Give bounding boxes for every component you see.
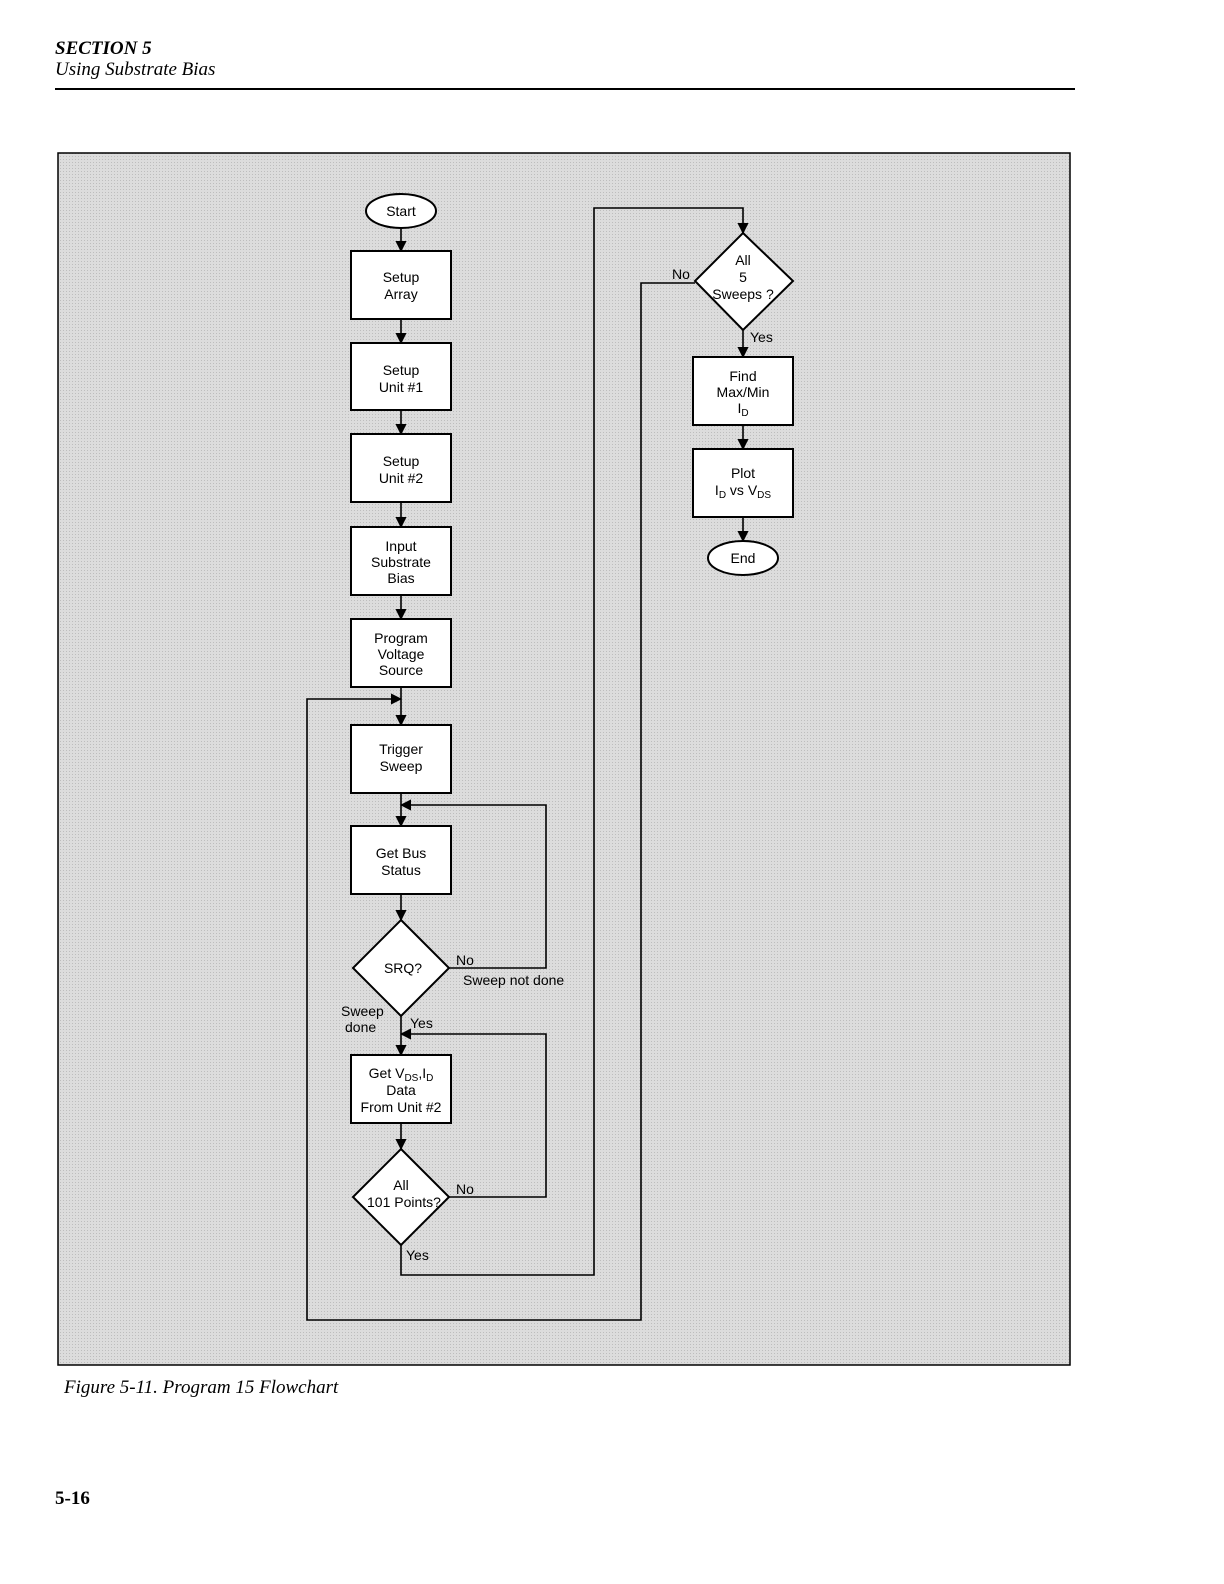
svg-text:Find: Find [729,368,756,384]
svg-text:All: All [735,252,751,268]
srq-decision: SRQ? [351,918,451,1018]
svg-text:Source: Source [379,662,424,678]
svg-text:Max/Min: Max/Min [717,384,770,400]
svg-text:5: 5 [739,269,747,285]
svg-text:Input: Input [385,538,416,554]
all-points-decision: All 101 Points? [351,1147,451,1247]
page-number: 5-16 [55,1488,90,1509]
connectors [306,207,749,1321]
svg-text:Substrate: Substrate [371,554,431,570]
svg-text:Program: Program [374,630,428,646]
input-bias-box: Input Substrate Bias [350,526,452,596]
points-yes-label: Yes [406,1247,429,1263]
svg-text:ID: ID [737,400,748,419]
program-voltage-box: Program Voltage Source [350,618,452,688]
svg-text:101 Points?: 101 Points? [367,1194,441,1210]
svg-text:Get Bus: Get Bus [376,845,427,861]
end-terminal: End [707,540,779,576]
sweeps-no-label: No [672,266,690,282]
svg-text:Setup: Setup [383,453,420,469]
start-terminal: Start [365,193,437,229]
sweep-not-done-label: Sweep not done [463,972,564,988]
svg-text:Get VDS,ID: Get VDS,ID [369,1065,434,1084]
get-bus-status-box: Get Bus Status [350,825,452,895]
svg-text:ID vs VDS: ID vs VDS [715,482,771,501]
svg-text:Trigger: Trigger [379,741,423,757]
svg-text:From Unit #2: From Unit #2 [361,1099,442,1115]
points-no-label: No [456,1181,474,1197]
svg-text:Sweeps ?: Sweeps ? [712,286,774,302]
sweep-done-label-2: done [345,1019,376,1035]
srq-yes-label: Yes [410,1015,433,1031]
setup-array-box: Setup Array [350,250,452,320]
setup-unit1-box: Setup Unit #1 [350,342,452,411]
find-maxmin-box: Find Max/Min ID [692,356,794,426]
svg-text:Unit #2: Unit #2 [379,470,424,486]
svg-text:Array: Array [384,286,417,302]
start-label: Start [386,203,416,219]
section-header: SECTION 5 Using Substrate Bias [55,38,215,80]
section-number: SECTION 5 [55,38,152,59]
sweep-done-label-1: Sweep [341,1003,384,1019]
end-label: End [731,550,756,566]
svg-text:Data: Data [386,1082,416,1098]
header-rule [55,88,1075,90]
svg-text:Plot: Plot [731,465,755,481]
svg-text:All: All [393,1177,409,1193]
figure-caption: Figure 5-11. Program 15 Flowchart [64,1377,339,1398]
svg-text:Setup: Setup [383,362,420,378]
svg-text:Voltage: Voltage [378,646,425,662]
svg-text:Setup: Setup [383,269,420,285]
svg-text:Unit #1: Unit #1 [379,379,424,395]
get-data-box: Get VDS,ID Data From Unit #2 [350,1054,452,1124]
figure-background [57,152,1071,1366]
svg-text:Bias: Bias [387,570,414,586]
plot-box: Plot ID vs VDS [692,448,794,518]
svg-text:SRQ?: SRQ? [384,960,422,976]
section-title: Using Substrate Bias [55,59,216,80]
svg-text:Sweep: Sweep [380,758,423,774]
sweeps-yes-label: Yes [750,329,773,345]
srq-no-label: No [456,952,474,968]
trigger-sweep-box: Trigger Sweep [350,724,452,794]
setup-unit2-box: Setup Unit #2 [350,433,452,503]
all-sweeps-decision: All 5 Sweeps ? [693,231,795,332]
svg-text:Status: Status [381,862,421,878]
